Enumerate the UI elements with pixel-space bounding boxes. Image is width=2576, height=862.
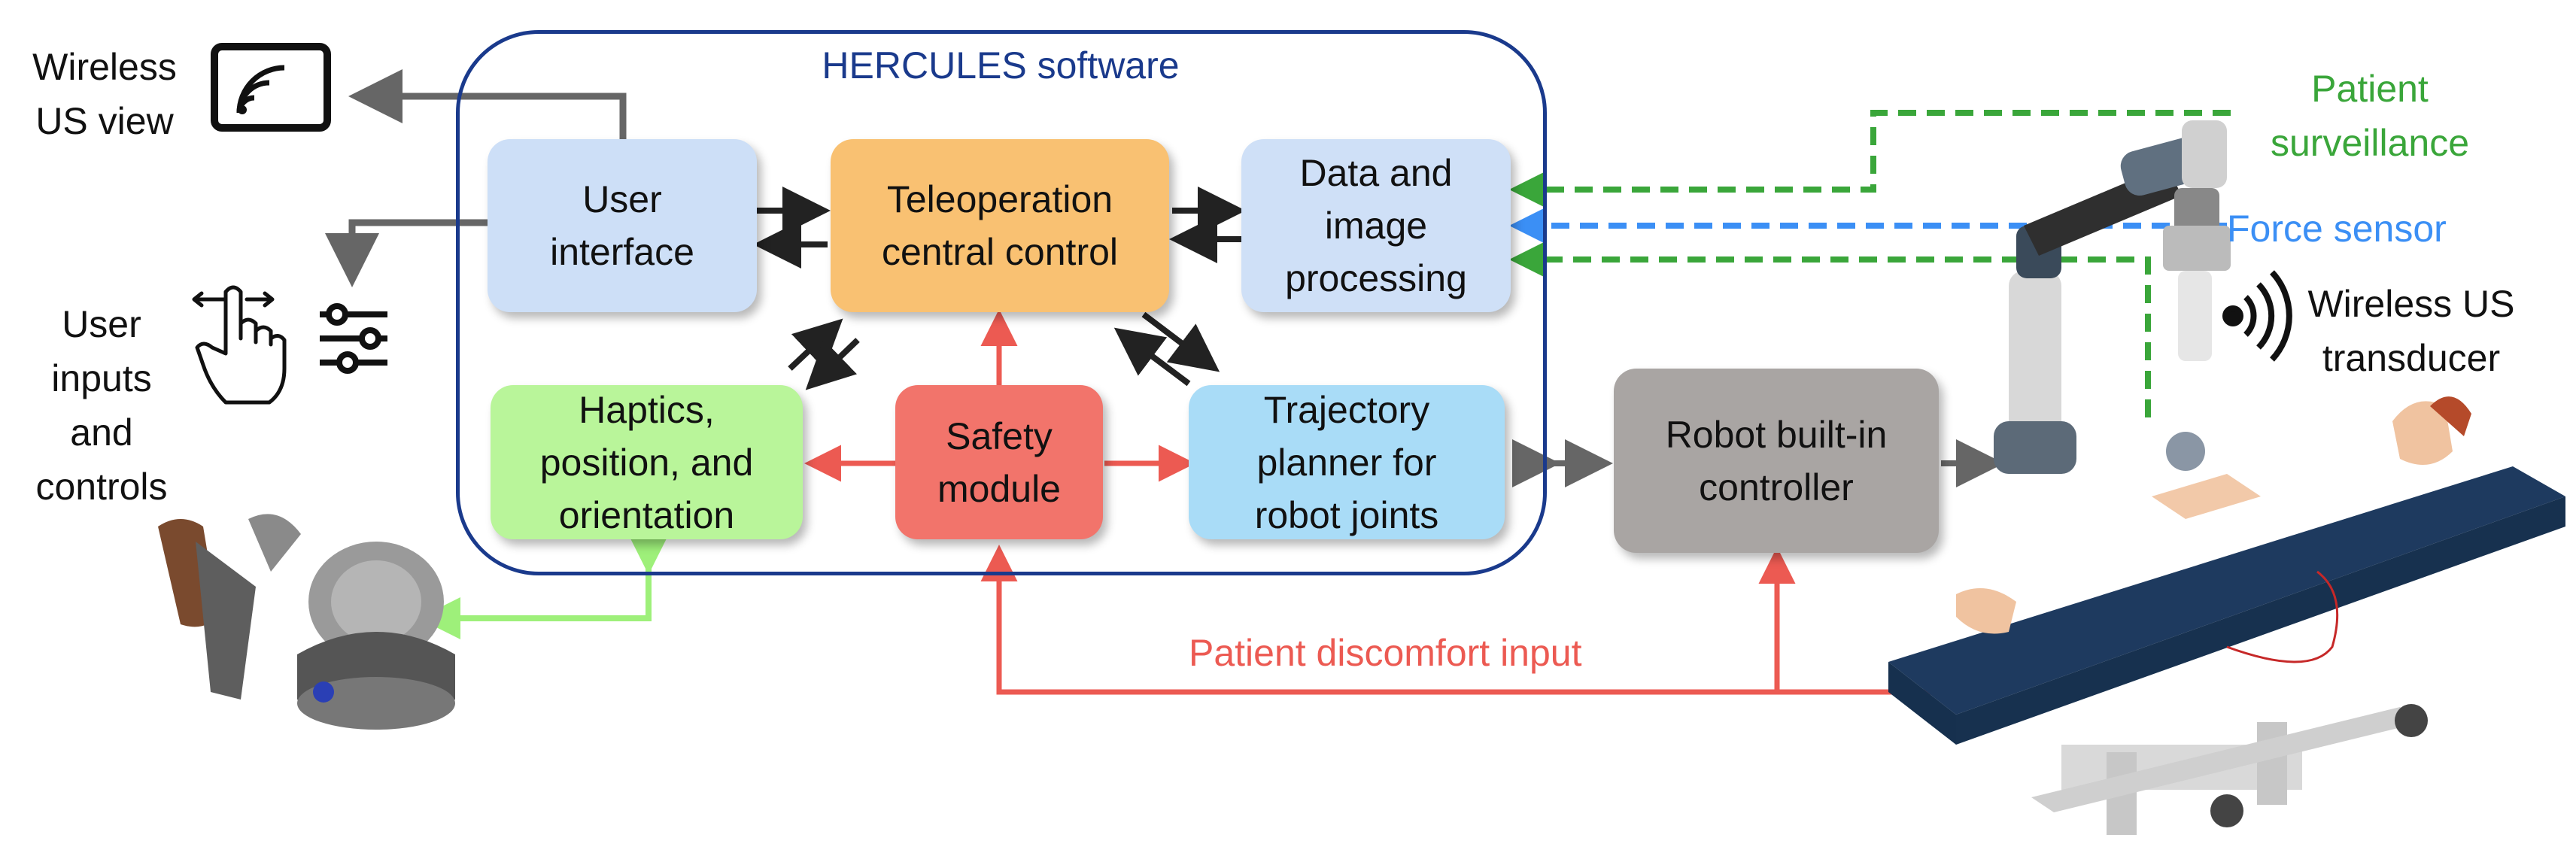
surveillance-dashed-bottom <box>1509 241 2151 417</box>
swipe-hand-icon <box>192 285 287 405</box>
patient-surveillance-label: Patient surveillance <box>2270 68 2469 164</box>
teleop-to-trajectory-arrow <box>1141 311 1220 372</box>
haptics-device-arrow <box>418 533 670 639</box>
ui-to-view-arrow <box>348 69 627 139</box>
wireless-transducer-label: Wireless US transducer <box>2307 283 2515 379</box>
screen-cast-icon <box>211 43 331 132</box>
haptic-device-image <box>158 514 455 730</box>
teleoperation-node: Teleoperation central control <box>831 139 1169 312</box>
teleop-to-haptics-arrow <box>805 338 860 390</box>
discomfort-line <box>980 545 1956 695</box>
force-sensor-label: Force sensor <box>2227 208 2447 250</box>
trajectory-planner-node: Trajectory planner for robot joints <box>1189 385 1505 539</box>
sliders-icon <box>320 303 387 374</box>
surveillance-dashed-top <box>1509 110 2231 208</box>
robot-arm-image <box>1994 120 2231 474</box>
user-interface-node: User interface <box>488 139 757 312</box>
ui-to-inputs-arrow <box>325 219 488 287</box>
discomfort-label: Patient discomfort input <box>1189 632 1582 674</box>
wireless-signal-icon <box>2222 270 2292 362</box>
robot-controller-node: Robot built-in controller <box>1614 369 1939 553</box>
haptics-node: Haptics, position, and orientation <box>491 385 803 539</box>
safety-module-node: Safety module <box>895 385 1103 539</box>
user-inputs-label: User inputs and controls <box>35 303 168 508</box>
trajectory-to-teleop-arrow <box>1113 327 1191 387</box>
software-container <box>456 30 1547 575</box>
patient-bed-image <box>1888 396 2565 835</box>
software-title: HERCULES software <box>822 44 1180 87</box>
data-processing-node: Data and image processing <box>1241 139 1511 312</box>
wireless-view-label: Wireless US view <box>32 46 177 142</box>
